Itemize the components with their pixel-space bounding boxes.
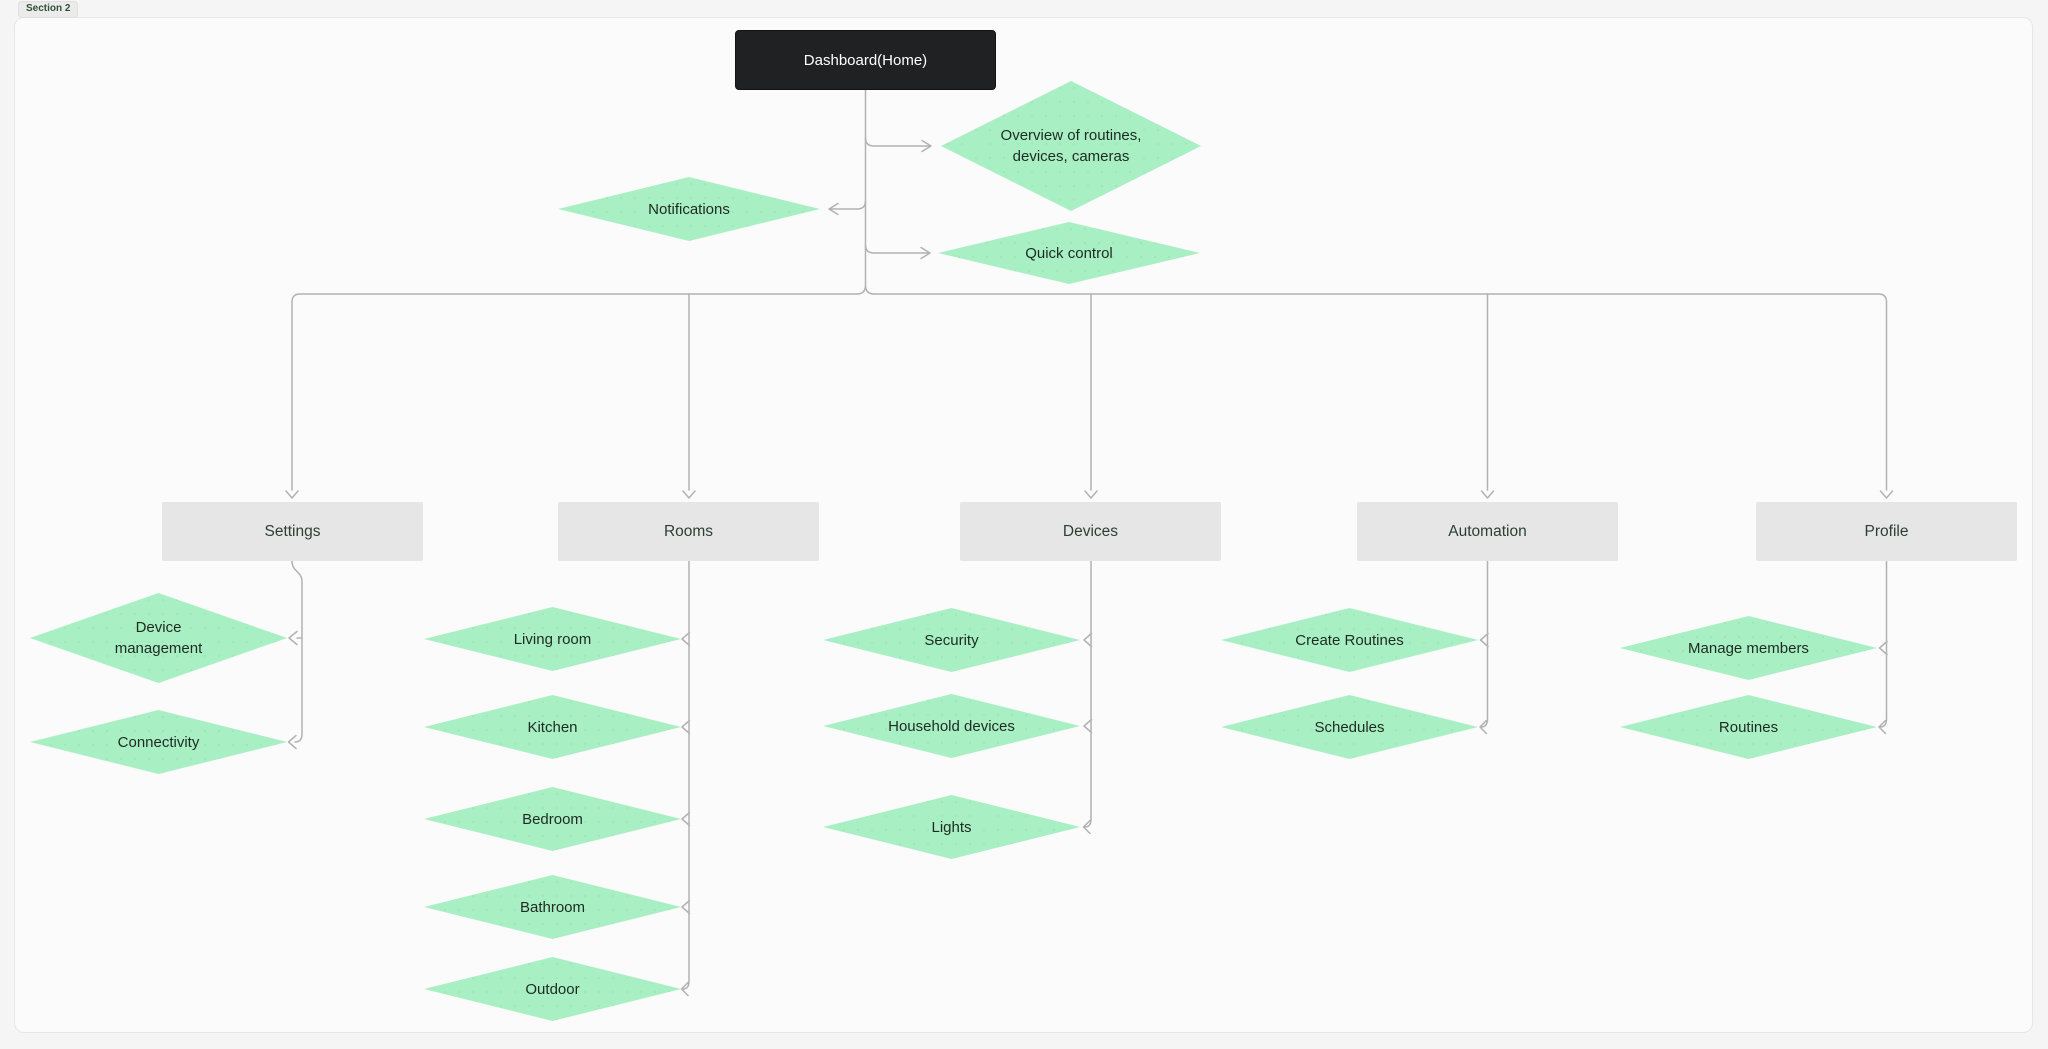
node-dashboard-home[interactable]: Dashboard(Home) — [735, 30, 996, 90]
diamond-security-label: Security — [924, 631, 979, 649]
box-profile[interactable]: Profile — [1756, 502, 2017, 561]
diamond-create-routines-label: Create Routines — [1295, 631, 1404, 649]
node-dashboard-home-label: Dashboard(Home) — [803, 51, 928, 69]
diamond-bathroom-label: Bathroom — [519, 898, 586, 916]
section-label[interactable]: Section 2 — [18, 1, 79, 18]
diamond-living-room-label: Living room — [513, 630, 592, 648]
diamond-routines-label: Routines — [1718, 718, 1779, 736]
diamond-schedules-label: Schedules — [1314, 718, 1385, 736]
box-rooms-label: Rooms — [663, 522, 714, 540]
diamond-overview-label: Overview of routines, devices, cameras — [1000, 127, 1142, 165]
diamond-manage-members-label: Manage members — [1688, 639, 1809, 657]
box-automation-label: Automation — [1448, 522, 1527, 540]
diamond-connectivity-label: Connectivity — [117, 733, 200, 751]
diamond-outdoor-label: Outdoor — [525, 980, 580, 998]
box-settings[interactable]: Settings — [162, 502, 423, 561]
box-rooms[interactable]: Rooms — [558, 502, 819, 561]
box-profile-label: Profile — [1864, 522, 1909, 540]
diamond-device-management-label: Device management — [114, 619, 203, 657]
diamond-household-devices-label: Household devices — [888, 717, 1015, 735]
box-devices[interactable]: Devices — [960, 502, 1221, 561]
diamond-lights-label: Lights — [931, 818, 972, 836]
box-devices-label: Devices — [1062, 522, 1119, 540]
box-automation[interactable]: Automation — [1357, 502, 1618, 561]
diamond-bedroom-label: Bedroom — [522, 810, 583, 828]
diamond-notifications-label: Notifications — [648, 200, 730, 218]
diamond-quick-control-label: Quick control — [1025, 244, 1113, 262]
diamond-kitchen-label: Kitchen — [527, 718, 578, 736]
box-settings-label: Settings — [264, 522, 321, 540]
